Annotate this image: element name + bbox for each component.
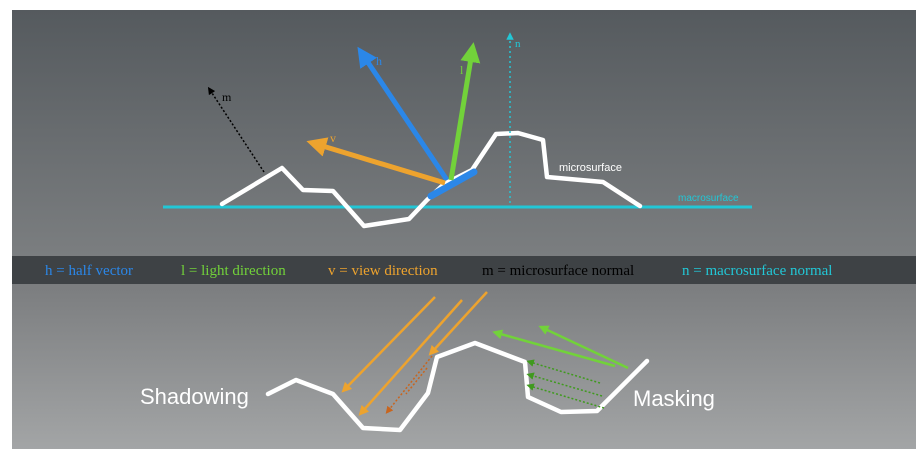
label-l: l — [460, 63, 464, 77]
legend-half-vector: h = half vector — [45, 263, 133, 279]
masked-ray-2 — [526, 372, 603, 397]
bottom-panel-background — [12, 284, 916, 449]
label-m: m — [222, 90, 232, 104]
masking-label: Masking — [633, 386, 715, 411]
legend-light-direction: l = light direction — [181, 263, 286, 279]
microsurface-label: microsurface — [559, 162, 622, 174]
label-h: h — [376, 54, 382, 68]
top-panel-background — [12, 10, 916, 256]
half-vector-arrow — [357, 46, 450, 182]
label-n: n — [515, 38, 521, 50]
masked-ray-1 — [526, 359, 601, 384]
shadow-ray-1 — [341, 296, 436, 393]
shadowed-ray-2 — [405, 367, 428, 395]
microsurface-normal-arrow — [207, 86, 265, 173]
shadowing-label: Shadowing — [140, 384, 249, 409]
legend: h = half vector l = light direction v = … — [45, 263, 832, 279]
masked-ray-3 — [526, 383, 605, 409]
light-direction-arrow — [448, 42, 481, 181]
bottom-microsurface-line — [265, 340, 650, 433]
shadow-ray-2 — [358, 299, 463, 416]
view-direction-arrow — [306, 137, 446, 186]
legend-macrosurface-normal: n = macrosurface normal — [682, 263, 832, 279]
label-v: v — [330, 131, 336, 145]
legend-microsurface-normal: m = microsurface normal — [482, 263, 634, 279]
shadow-ray-3 — [428, 291, 488, 356]
mask-ray-2 — [538, 325, 629, 370]
active-microfacet — [427, 168, 478, 200]
macrosurface-label: macrosurface — [678, 193, 739, 204]
legend-bar-background — [12, 256, 916, 284]
legend-view-direction: v = view direction — [328, 263, 438, 279]
mask-ray-1 — [492, 329, 616, 368]
